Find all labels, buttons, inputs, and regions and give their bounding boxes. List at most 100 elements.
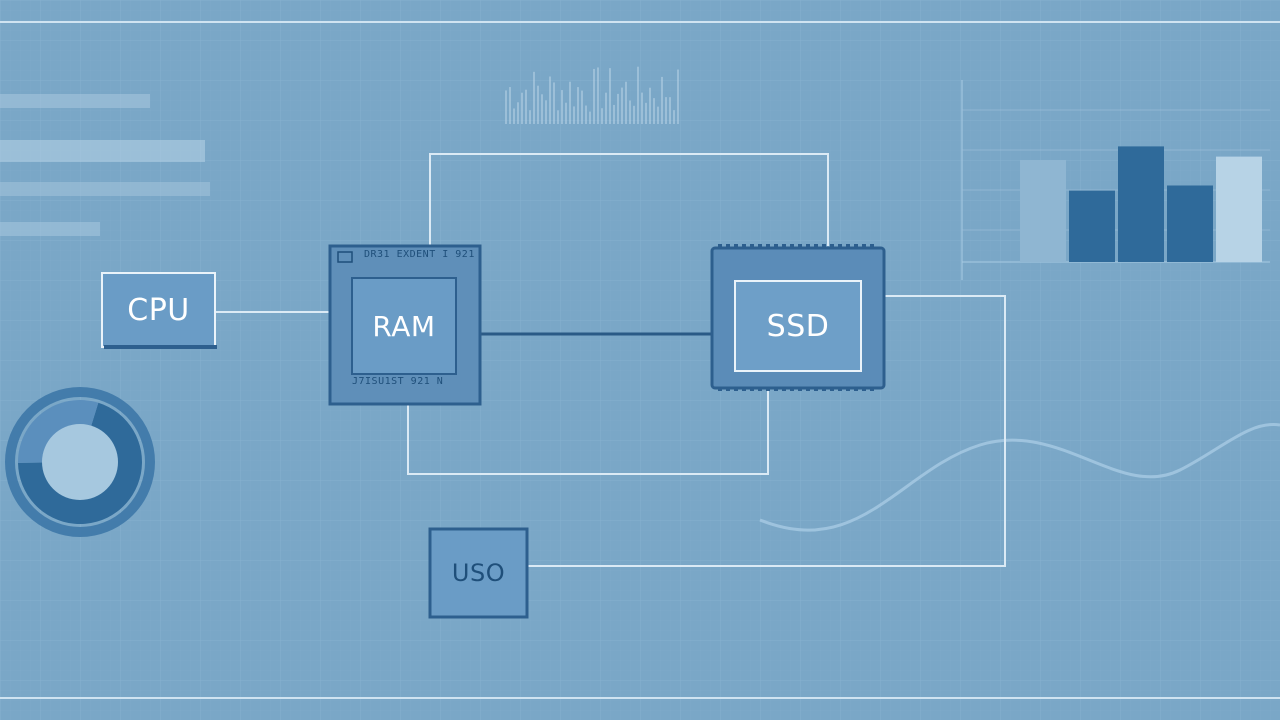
- ssd-pin: [782, 244, 786, 248]
- ssd-pin: [718, 244, 722, 248]
- spectrum-bar: [657, 106, 659, 124]
- ssd-pins: [718, 244, 874, 391]
- ssd-pin: [750, 387, 754, 391]
- ssd-pin: [798, 244, 802, 248]
- ssd-pin: [726, 387, 730, 391]
- spectrum-bar: [641, 92, 643, 124]
- ssd-pin: [822, 387, 826, 391]
- spectrum-bar: [565, 102, 567, 124]
- spectrum-bar: [517, 102, 519, 124]
- bar-4: [1216, 156, 1262, 262]
- decorative-wave: [759, 422, 1280, 532]
- ssd-pin: [830, 244, 834, 248]
- ssd-pin: [846, 387, 850, 391]
- spectrum-bar: [561, 90, 563, 124]
- ssd-pin: [766, 387, 770, 391]
- ssd-pin: [742, 244, 746, 248]
- ssd-pin: [750, 244, 754, 248]
- ssd-pin: [782, 387, 786, 391]
- faded-left-bars: [0, 94, 210, 236]
- spectrum-bar: [521, 92, 523, 124]
- spectrum-bar: [525, 89, 527, 124]
- node-cpu[interactable]: [101, 272, 217, 349]
- spectrum-bar: [589, 111, 591, 124]
- connectors: [215, 153, 1006, 567]
- spectrum-bar: [557, 110, 559, 124]
- ssd-pin: [734, 387, 738, 391]
- ssd-pin: [830, 387, 834, 391]
- ssd-pin: [854, 244, 858, 248]
- spectrum-bar: [569, 81, 571, 124]
- spectrum-bar: [621, 87, 623, 124]
- node-ssd[interactable]: [710, 244, 886, 391]
- ssd-pin: [846, 244, 850, 248]
- node-uso[interactable]: [428, 527, 529, 619]
- edge-ram-ssd-bottom: [407, 390, 769, 475]
- ssd-pin: [870, 387, 874, 391]
- spectrum-bar: [665, 97, 667, 124]
- ram-label: RAM: [372, 309, 436, 343]
- ssd-pin: [734, 244, 738, 248]
- ssd-pin: [838, 387, 842, 391]
- ssd-pin: [862, 387, 866, 391]
- ram-bottom-text: J7ISU1ST 921 N: [352, 376, 444, 387]
- spectrum-bar: [677, 69, 679, 124]
- ssd-pin: [838, 244, 842, 248]
- bar-1: [1069, 190, 1115, 262]
- spectrum-bar: [533, 71, 535, 124]
- edge-ssd-uso: [527, 295, 1006, 567]
- spectrum-bar: [513, 108, 515, 124]
- spectrum-bar: [549, 76, 551, 124]
- ssd-pin: [718, 387, 722, 391]
- ssd-pin: [790, 387, 794, 391]
- uso-label: USO: [451, 559, 506, 587]
- ssd-pin: [822, 244, 826, 248]
- node-ram[interactable]: [328, 244, 482, 406]
- spectrum-bar: [581, 90, 583, 124]
- ssd-pin: [814, 244, 818, 248]
- spectrum-bar: [597, 67, 599, 124]
- spectrum-bar: [605, 92, 607, 124]
- edge-ram-ssd-top: [429, 153, 829, 246]
- ssd-pin: [774, 244, 778, 248]
- spectrum-bar: [529, 110, 531, 124]
- spectrum-bar: [673, 110, 675, 124]
- decorative-spectrum: [505, 66, 679, 124]
- spectrum-bar: [553, 82, 555, 124]
- ssd-pin: [854, 387, 858, 391]
- spectrum-bar: [545, 100, 547, 124]
- donut-hole: [42, 424, 118, 500]
- ssd-pin: [766, 244, 770, 248]
- spectrum-bar: [669, 97, 671, 124]
- spectrum-bar: [585, 105, 587, 124]
- ssd-pin: [758, 244, 762, 248]
- spectrum-bar: [629, 100, 631, 124]
- spectrum-bar: [601, 108, 603, 124]
- spectrum-bar: [537, 85, 539, 124]
- ssd-pin: [814, 387, 818, 391]
- spectrum-bar: [613, 104, 615, 124]
- spectrum-bar: [609, 68, 611, 124]
- spectrum-bar: [637, 66, 639, 124]
- ssd-label: SSD: [766, 308, 830, 344]
- bar-3: [1167, 185, 1213, 262]
- spectrum-bar: [593, 68, 595, 124]
- bar-2: [1118, 146, 1164, 262]
- spectrum-bar: [577, 87, 579, 124]
- ssd-pin: [798, 387, 802, 391]
- ssd-pin: [806, 387, 810, 391]
- ssd-pin: [870, 244, 874, 248]
- ssd-pin: [806, 244, 810, 248]
- spectrum-bar: [509, 87, 511, 124]
- ram-top-text: DR31 EXDENT I 921: [364, 249, 475, 260]
- ssd-pin: [862, 244, 866, 248]
- spectrum-bar: [617, 93, 619, 124]
- spectrum-bar: [505, 90, 507, 124]
- cpu-label: CPU: [127, 292, 190, 328]
- donut-chart: [5, 387, 155, 537]
- spectrum-bar: [661, 76, 663, 124]
- ssd-pin: [790, 244, 794, 248]
- bar-0: [1020, 160, 1066, 262]
